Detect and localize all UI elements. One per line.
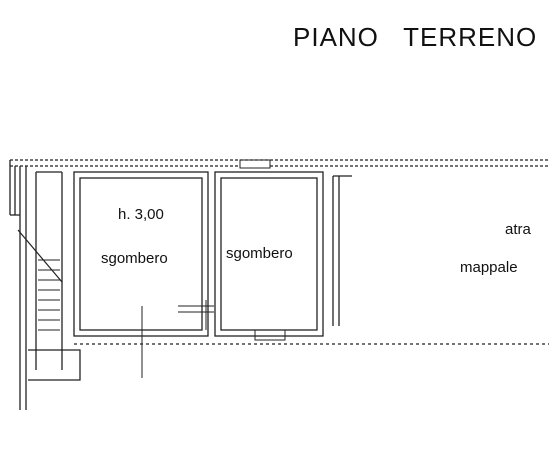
- room-left-walls: [73, 171, 209, 337]
- window-bottom: [254, 329, 286, 341]
- stair-wall: [35, 171, 63, 370]
- outer-wall: [10, 159, 549, 167]
- stair-steps: [38, 259, 60, 331]
- neighbor-wall: [332, 175, 352, 326]
- neighbor-label-line1: atra: [505, 221, 531, 238]
- stair-landing: [28, 349, 81, 381]
- floor-title: PIANO TERRENO: [293, 22, 538, 52]
- stair-diagonal: [17, 229, 63, 283]
- neighbor-label-line2: mappale: [460, 259, 518, 276]
- section-mark: [141, 300, 207, 378]
- room-left-height: h. 3,00: [118, 206, 164, 223]
- room-left-name: sgombero: [101, 250, 168, 267]
- room-right-walls: [214, 171, 324, 337]
- window-top: [239, 159, 271, 169]
- room-right-name: sgombero: [226, 245, 293, 262]
- outer-wall: [9, 160, 27, 410]
- door-opening: [178, 305, 214, 313]
